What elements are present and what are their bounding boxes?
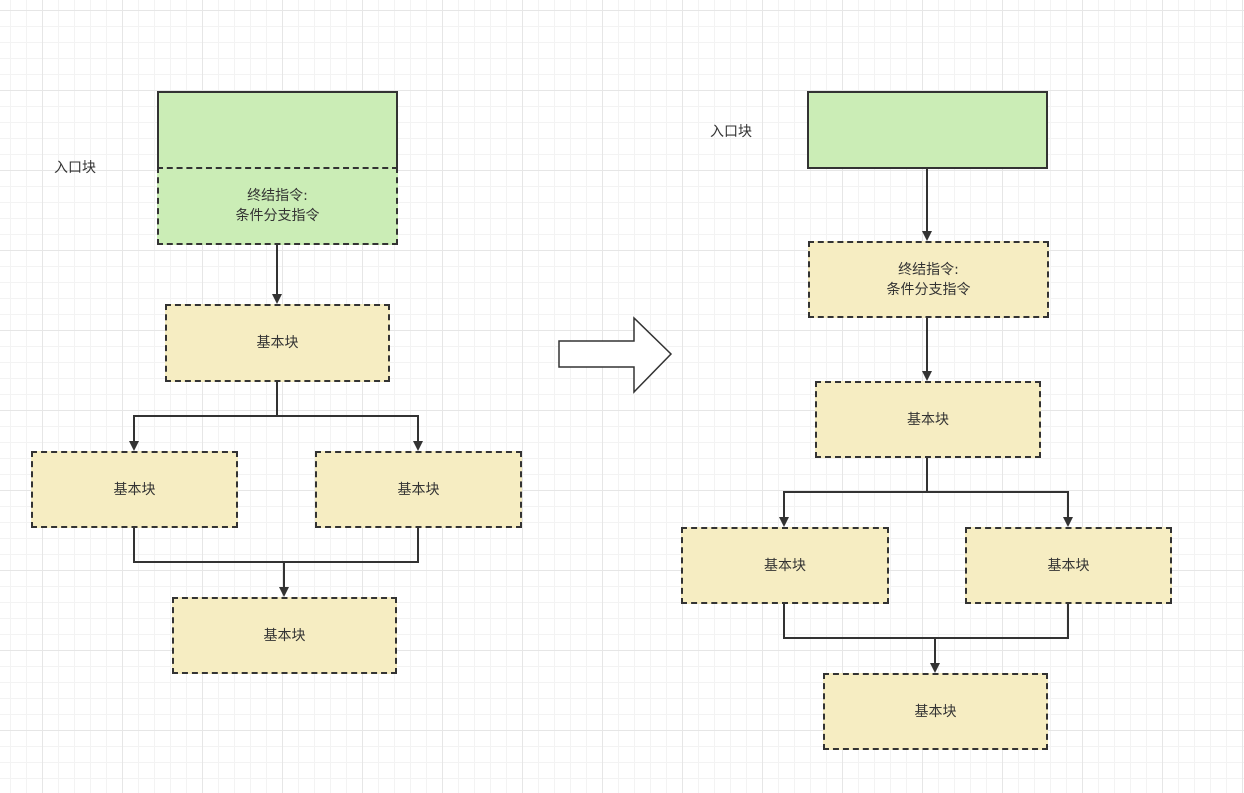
right-terminator-block: 终结指令: 条件分支指令: [808, 241, 1049, 318]
left-basic-block-right-label: 基本块: [397, 481, 440, 498]
left-terminator-block: 终结指令: 条件分支指令: [157, 167, 398, 245]
left-edge-left-to-bottom: [133, 528, 284, 563]
left-basic-block-top-label: 基本块: [256, 335, 299, 351]
right-terminator-line2: 条件分支指令: [886, 281, 971, 298]
left-basic-block-right: 基本块: [315, 451, 522, 528]
right-terminator-line1: 终结指令:: [898, 261, 959, 278]
right-basic-block-right-label: 基本块: [1047, 557, 1090, 574]
right-edge-right-to-bottom: [930, 604, 1069, 673]
left-basic-block-bottom-label: 基本块: [263, 627, 306, 644]
right-edge-block-to-right: [927, 491, 1073, 527]
right-basic-block-bottom-label: 基本块: [914, 703, 957, 720]
right-edge-left-to-bottom: [783, 604, 935, 639]
right-basic-block-top: 基本块: [815, 381, 1041, 458]
left-basic-block-left: 基本块: [31, 451, 238, 528]
right-basic-block-left: 基本块: [681, 527, 889, 604]
left-edge-right-to-bottom: [279, 528, 419, 597]
right-basic-block-left-label: 基本块: [764, 557, 806, 574]
right-entry-block: [807, 91, 1048, 169]
left-basic-block-left-label: 基本块: [113, 481, 156, 498]
left-basic-block-top: 基本块: [165, 304, 390, 382]
left-entry-block: [157, 91, 398, 169]
left-terminator-line2: 条件分支指令: [235, 208, 320, 224]
left-entry-label: 入口块: [54, 160, 96, 176]
right-basic-block-right: 基本块: [965, 527, 1172, 604]
right-entry-label: 入口块: [710, 124, 752, 140]
right-edge-block-to-left: [779, 458, 928, 527]
left-edge-block-to-right: [277, 415, 423, 451]
transform-arrow-icon: [558, 316, 673, 394]
right-basic-block-bottom: 基本块: [823, 673, 1048, 750]
left-edge-block-to-left: [129, 382, 278, 451]
right-basic-block-top-label: 基本块: [907, 411, 949, 428]
left-basic-block-bottom: 基本块: [172, 597, 397, 674]
left-terminator-line1: 终结指令:: [247, 188, 308, 204]
